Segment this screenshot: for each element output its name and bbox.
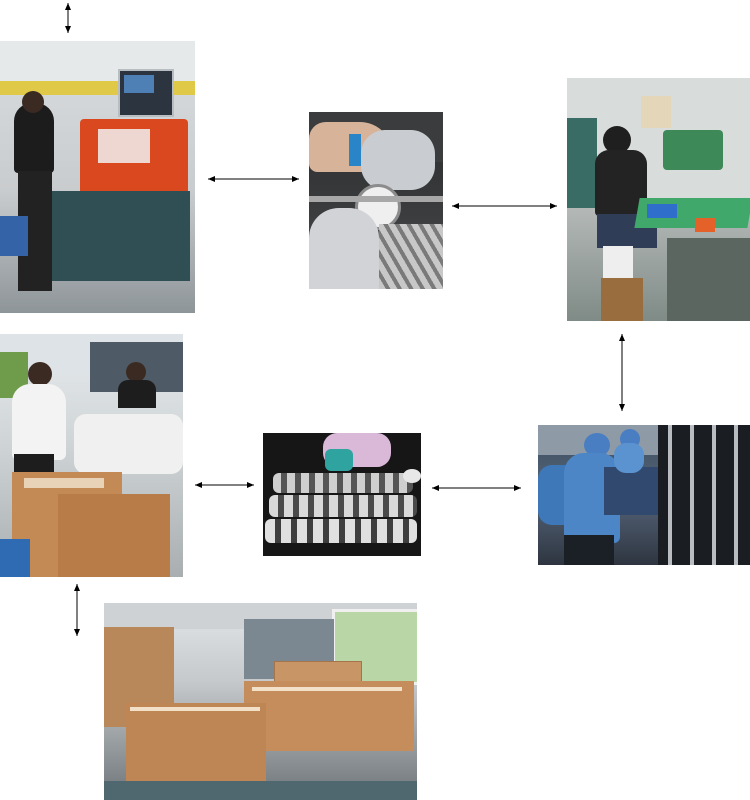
product-photo — [263, 433, 421, 556]
warehouse-photo — [104, 603, 417, 800]
drill-press-photo — [567, 78, 750, 321]
assembly-workers-photo — [538, 425, 750, 565]
caliper-photo — [309, 112, 443, 289]
cnc-machine-photo — [0, 41, 195, 313]
packaging-photo — [0, 334, 183, 577]
